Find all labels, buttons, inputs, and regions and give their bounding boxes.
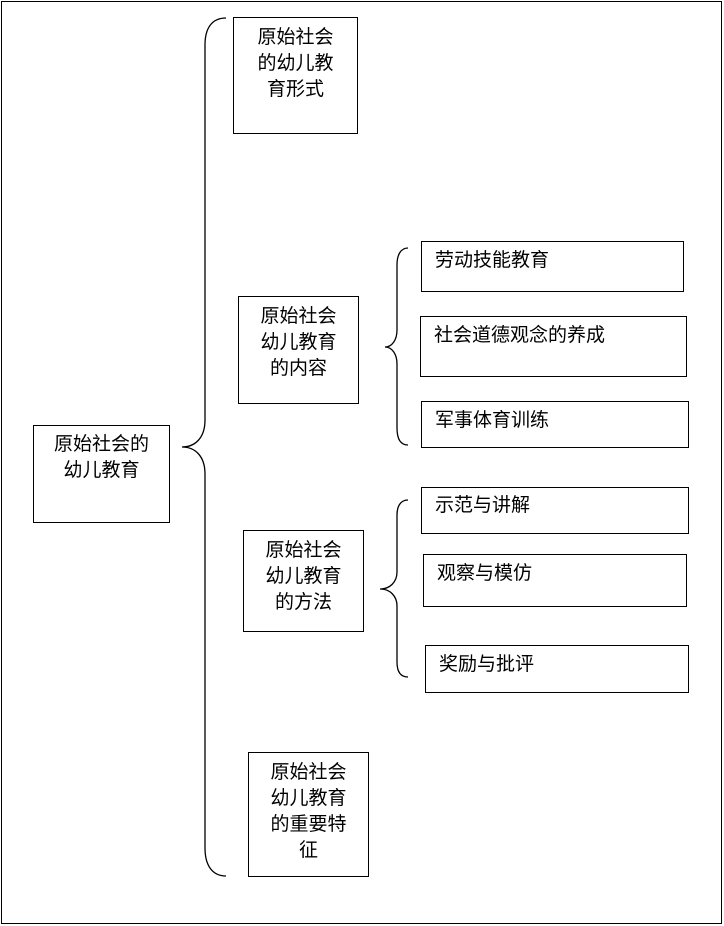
leaf-node-label: 劳动技能教育: [435, 250, 550, 271]
leaf-node-label: 奖励与批评: [439, 654, 535, 675]
branch-node-line: 的幼儿教: [257, 53, 334, 74]
branch-node-line: 原始社会: [265, 540, 342, 561]
leaf-node-label: 社会道德观念的养成: [434, 325, 606, 346]
leaf-node-observation: 观察与模仿: [423, 554, 687, 607]
branch-node-method: 原始社会 幼儿教育 的方法: [243, 530, 364, 632]
brace-content: [384, 247, 409, 446]
branch-node-line: 幼儿教育: [270, 788, 347, 809]
leaf-node-label: 示范与讲解: [435, 495, 531, 516]
branch-node-line: 的内容: [269, 358, 327, 379]
root-node-line: 幼儿教育: [63, 460, 140, 481]
root-node: 原始社会的 幼儿教育: [33, 425, 170, 523]
leaf-node-social-morality: 社会道德观念的养成: [420, 316, 687, 377]
branch-node-line: 幼儿教育: [260, 332, 337, 353]
branch-node-line: 幼儿教育: [265, 566, 342, 587]
branch-node-content: 原始社会 幼儿教育 的内容: [238, 296, 359, 404]
brace-main: [181, 17, 227, 877]
branch-node-form: 原始社会 的幼儿教 育形式: [233, 17, 358, 134]
branch-node-features: 原始社会 幼儿教育 的重要特 征: [248, 752, 369, 877]
branch-node-line: 原始社会: [270, 762, 347, 783]
brace-method: [379, 499, 409, 678]
leaf-node-demonstration: 示范与讲解: [421, 487, 689, 534]
branch-node-line: 的重要特: [270, 814, 347, 835]
branch-node-line: 育形式: [266, 79, 324, 100]
leaf-node-labor-skills: 劳动技能教育: [421, 241, 684, 292]
leaf-node-military-training: 军事体育训练: [421, 401, 689, 448]
leaf-node-label: 观察与模仿: [437, 563, 533, 584]
branch-node-line: 原始社会: [257, 27, 334, 48]
branch-node-line: 原始社会: [260, 306, 337, 327]
leaf-node-reward-criticism: 奖励与批评: [425, 645, 689, 693]
branch-node-line: 征: [298, 840, 318, 861]
root-node-line: 原始社会的: [53, 434, 149, 455]
branch-node-line: 的方法: [274, 592, 332, 613]
leaf-node-label: 军事体育训练: [435, 410, 550, 431]
